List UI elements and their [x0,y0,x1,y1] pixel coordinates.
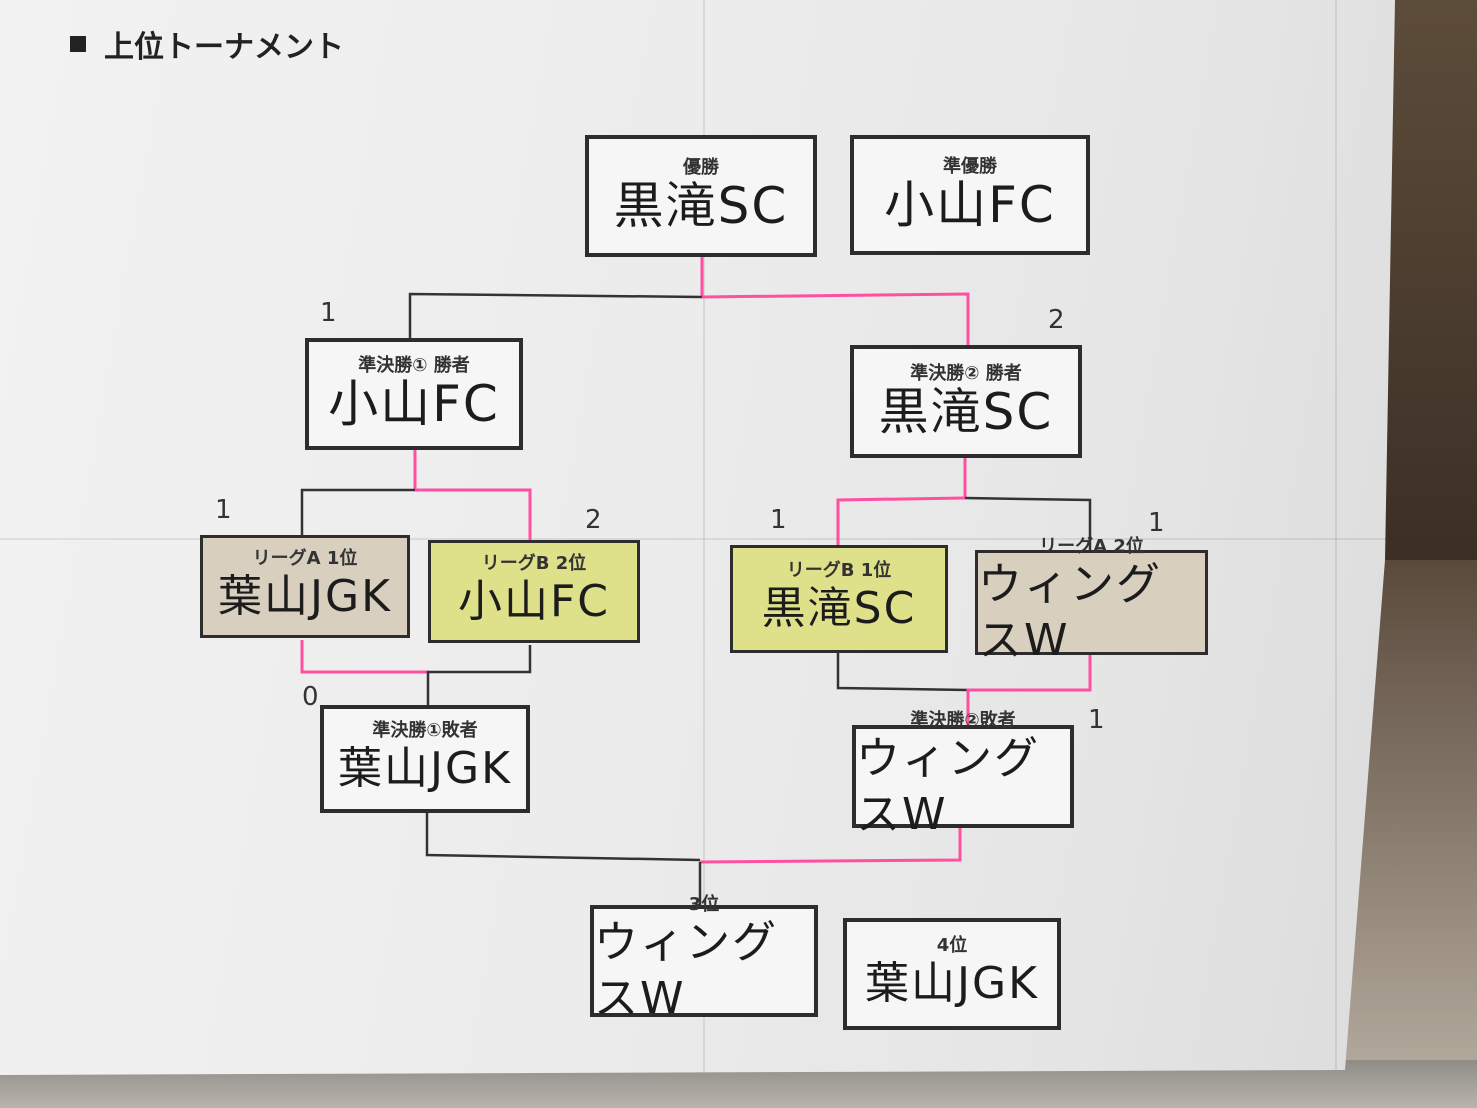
entry-league-b-1st: リーグB 1位 黒滝SC [730,545,948,653]
third-right-branch [699,828,962,864]
sf1-loser-box: 準決勝①敗者 葉山JGK [320,705,530,813]
sf1-winner-score: 1 [320,298,337,328]
sf1-winner-team: 小山FC [328,375,500,433]
runner-up-box: 準優勝 小山FC [850,135,1090,255]
page-title: 上位トーナメント [104,30,344,65]
entry-team: ウィングスW [978,558,1162,666]
background-shelf [1385,0,1477,560]
entry-team: 小山FC [457,575,611,627]
champion-box: 優勝 黒滝SC [585,135,817,257]
sf2-loser-label: 準決勝②敗者 [910,709,1016,731]
entry-label: リーグB 2位 [481,552,587,574]
vertical-fold [703,0,705,1075]
entry-score: 1 [215,495,232,525]
entry-label: リーグA 2位 [1039,535,1144,557]
final-left-branch [408,292,703,340]
third-place-box: 3位 ウィングスW [590,895,818,1024]
sf1-left-branch [300,488,415,535]
sf2-right-branch [964,496,1092,550]
sf1-right-branch [415,488,532,540]
sf1-loser-left [300,640,428,674]
sf2-loser-right [966,655,1092,725]
sf2-loser-left [836,652,969,692]
fourth-place-label: 4位 [936,935,968,956]
sf2-loser-box: 準決勝②敗者 ウィングスW [852,710,1074,840]
sf2-loser-score: 1 [1088,705,1105,735]
entry-league-a-1st: リーグA 1位 葉山JGK [200,535,410,638]
champion-team: 黒滝SC [613,177,789,235]
fourth-place-team: 葉山JGK [865,958,1039,1009]
third-place-team: ウィングスW [594,917,778,1024]
sf2-left-branch [836,496,966,545]
entry-league-b-2nd: リーグB 2位 小山FC [428,540,640,643]
final-right-branch [701,292,970,345]
runner-up-label: 準優勝 [943,156,997,177]
fourth-place-box: 4位 葉山JGK [843,918,1061,1030]
sf1-loser-score: 0 [302,682,319,712]
champion-label: 優勝 [683,157,719,178]
sf1-loser-label: 準決勝①敗者 [372,720,478,741]
entry-league-a-2nd: リーグA 2位 ウィングスW [975,536,1208,666]
sf2-winner-score: 2 [1048,305,1065,335]
horizontal-fold [0,538,1390,540]
sf2-loser-team: ウィングスW [856,732,1040,840]
heading-bullet [70,36,86,52]
entry-label: リーグA 1位 [252,547,358,569]
entry-team: 葉山JGK [218,570,392,622]
sf1-winner-box: 準決勝① 勝者 小山FC [305,338,523,450]
third-left-branch [425,812,701,862]
entry-score: 1 [770,505,787,535]
sf2-winner-label: 準決勝② 勝者 [910,362,1022,384]
sf2-winner-team: 黒滝SC [878,382,1054,441]
entry-score: 1 [1148,508,1165,538]
sf2-winner-box: 準決勝② 勝者 黒滝SC [850,345,1082,458]
page-heading: 上位トーナメント [70,22,344,66]
entry-score: 2 [585,505,602,535]
entry-team: 黒滝SC [761,583,917,634]
right-fold [1335,0,1337,1070]
sf1-loser-right [426,645,532,705]
sf1-loser-team: 葉山JGK [338,743,512,794]
third-place-label: 3位 [688,894,720,915]
entry-label: リーグB 1位 [786,560,892,581]
sf1-winner-label: 準決勝① 勝者 [358,355,470,376]
runner-up-team: 小山FC [884,176,1056,234]
